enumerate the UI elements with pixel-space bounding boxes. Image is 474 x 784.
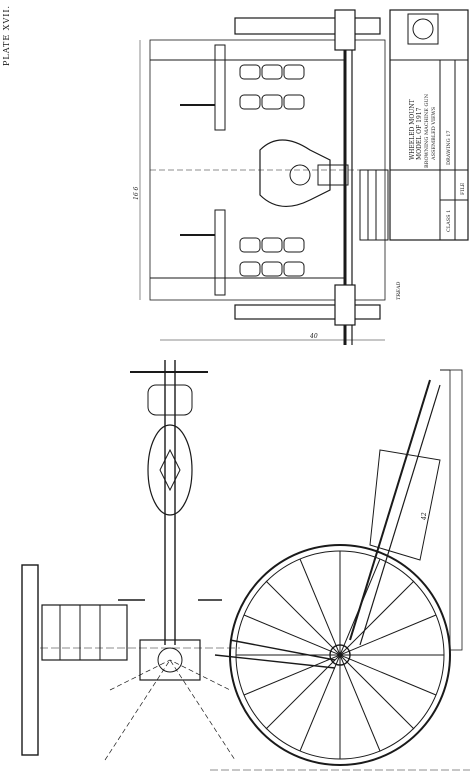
dim-tread: TREAD bbox=[396, 282, 402, 300]
title-line-2: MODEL OF 1917 bbox=[416, 107, 423, 160]
drawing-label: DRAWING 17 bbox=[446, 130, 452, 165]
title-line-1: WHEELED MOUNT bbox=[409, 99, 416, 160]
plan-view bbox=[139, 9, 386, 345]
cradle-group-upper bbox=[239, 64, 305, 110]
title-line-4: ASSEMBLED VIEWS bbox=[431, 106, 437, 161]
dim-mid-span: 40 bbox=[309, 333, 318, 340]
title-line-3: BROWNING MACHINE GUN bbox=[424, 93, 430, 168]
revision-table bbox=[359, 169, 389, 241]
dim-top-span: 16 6 bbox=[133, 186, 140, 200]
trail-side-view bbox=[21, 360, 240, 761]
file-label: FILE bbox=[460, 182, 466, 195]
dim-height: 42 bbox=[421, 512, 428, 521]
cradle-group-lower bbox=[239, 237, 305, 277]
elevation-view bbox=[210, 369, 470, 771]
title-block bbox=[389, 9, 469, 241]
class-label: CLASS 1 bbox=[446, 210, 452, 232]
